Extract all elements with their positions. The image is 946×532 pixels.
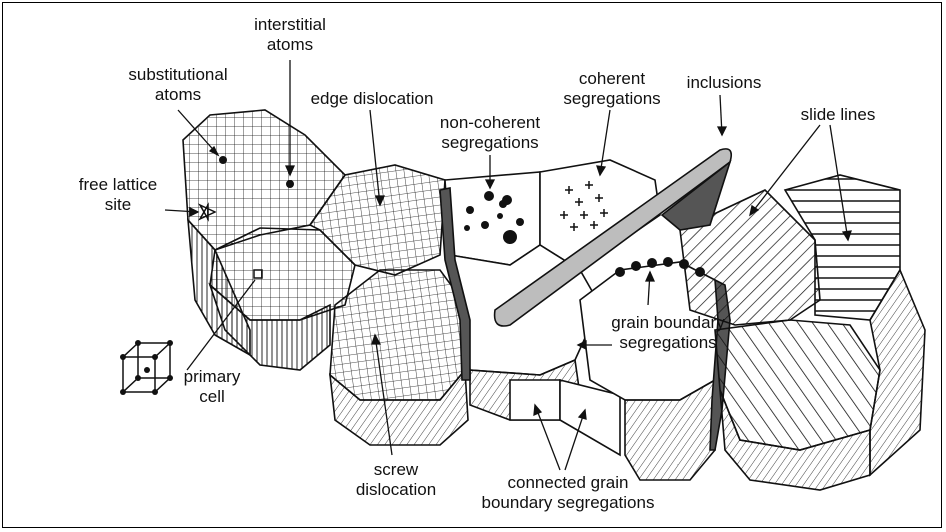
particle [503,230,517,244]
particle [481,221,489,229]
particle [464,225,470,231]
gb-segregation-dot [663,257,673,267]
particle [466,206,474,214]
particle [484,191,494,201]
gb-segregation-dot [695,267,705,277]
particle [502,195,512,205]
label-inclusions: inclusions [687,73,762,92]
gb-segregation-dot [631,261,641,271]
grain-front-right [715,320,880,450]
grain-non-coherent [445,172,540,265]
label-slide-lines: slide lines [801,105,876,124]
gb-segregation-dot [647,258,657,268]
particle [497,213,503,219]
gb-segregation-dot [615,267,625,277]
substitutional-atom [219,156,227,164]
particle [516,218,524,226]
gb-segregation-dot [679,259,689,269]
interstitial-atom [286,180,294,188]
label-edge-dislocation: edge dislocation [311,89,434,108]
grain-screw-dislocation [330,270,465,400]
